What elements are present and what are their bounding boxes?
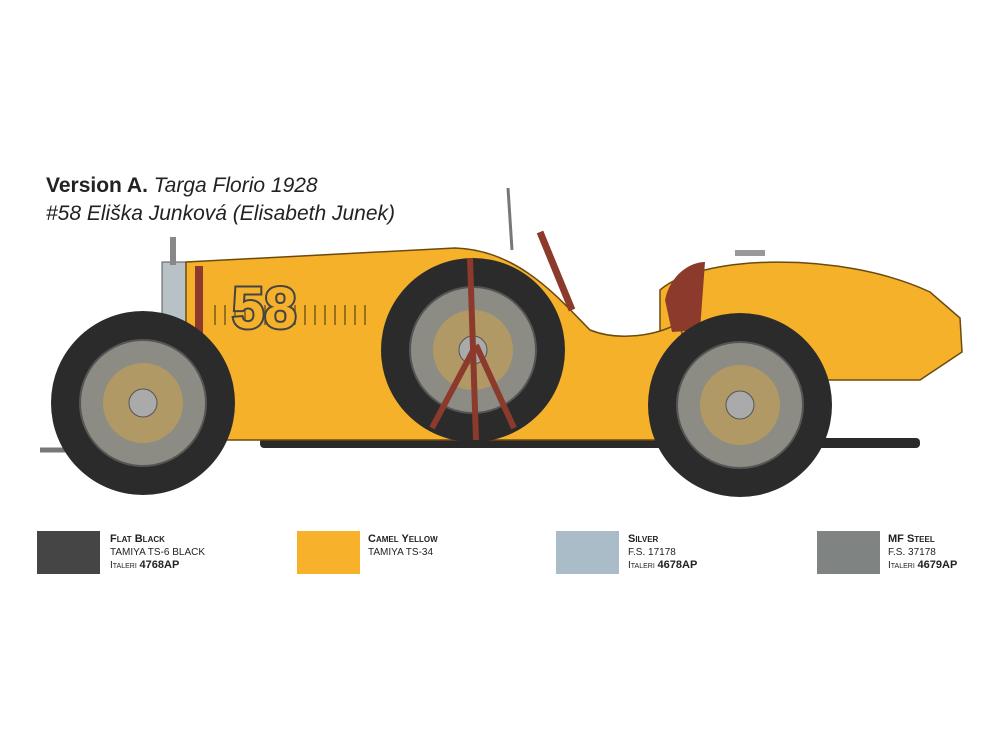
paint-name: MF Steel (888, 533, 935, 545)
aero-screen-post (506, 187, 514, 251)
swatch-silver (556, 531, 619, 574)
paint-line1: TAMIYA TS-34 (368, 547, 434, 558)
seat-back (665, 262, 705, 332)
spare-wheel-straps (429, 257, 517, 441)
car-illustration: 58 (40, 187, 963, 497)
event-name: Targa Florio 1928 (153, 174, 318, 197)
paint-name: Silver (628, 533, 659, 545)
paint-camel-yellow: Camel Yellow TAMIYA TS-34 (368, 533, 438, 559)
swatch-mf-steel (817, 531, 880, 574)
hood-louvres (214, 305, 366, 325)
swatch-flat-black (37, 531, 100, 574)
paint-flat-black: Flat Black TAMIYA TS-6 BLACK Italeri 476… (110, 533, 205, 572)
steering-column (536, 230, 576, 312)
version-label: Version A. (46, 174, 148, 197)
paint-line1: TAMIYA TS-6 BLACK (110, 547, 206, 558)
radiator-cap (170, 237, 176, 265)
paint-line1: F.S. 17178 (628, 547, 676, 558)
paint-brand: Italeri (888, 560, 915, 571)
swatch-camel-yellow (297, 531, 360, 574)
driver-line: #58 Eliška Junková (Elisabeth Junek) (46, 202, 396, 225)
rear-wheel (648, 313, 832, 497)
paint-brand: Italeri (628, 560, 655, 571)
fuel-cap (735, 250, 765, 256)
front-wheel (51, 311, 235, 495)
race-number: 58 (232, 276, 297, 341)
paint-name: Camel Yellow (368, 533, 438, 545)
paint-mf-steel: MF Steel F.S. 37178 Italeri 4679AP (888, 533, 957, 572)
paint-silver: Silver F.S. 17178 Italeri 4678AP (628, 533, 697, 572)
version-title: Version A. Targa Florio 1928 #58 Eliška … (46, 172, 395, 228)
paint-name: Flat Black (110, 533, 165, 545)
paint-code: 4768AP (139, 559, 180, 571)
paint-brand: Italeri (110, 560, 137, 571)
paint-line1: F.S. 37178 (888, 547, 936, 558)
title-line-1: Version A. Targa Florio 1928 (46, 172, 395, 200)
paint-code: 4678AP (657, 559, 698, 571)
paint-code: 4679AP (917, 559, 958, 571)
